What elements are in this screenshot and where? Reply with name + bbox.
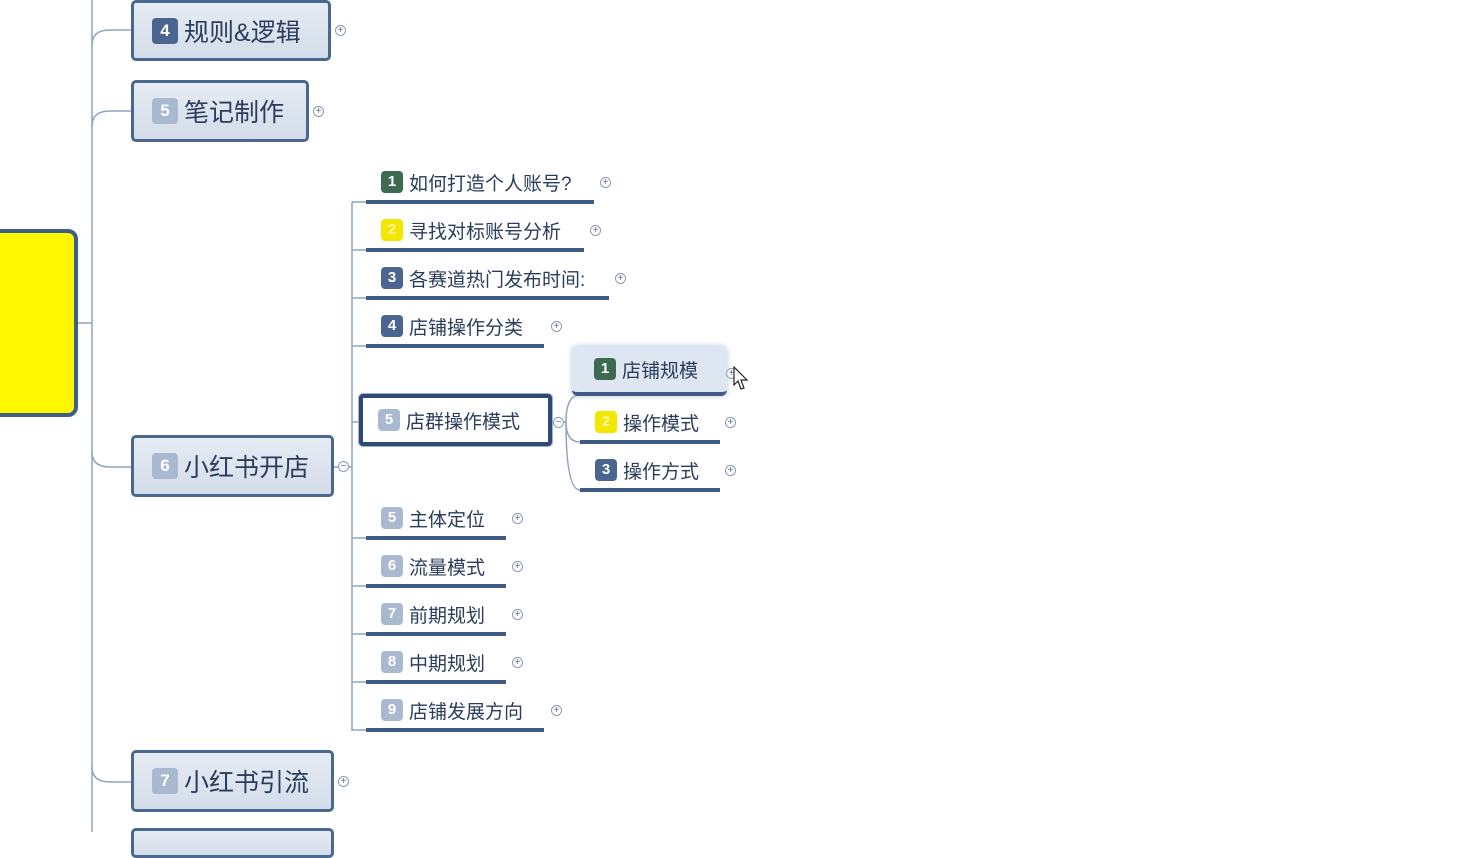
priority-badge: 1 [381, 171, 403, 193]
expand-icon[interactable]: + [512, 609, 523, 620]
priority-badge: 4 [381, 315, 403, 337]
subtopic-mid-planning[interactable]: 8 中期规划 [366, 644, 506, 684]
collapse-icon[interactable]: − [338, 461, 349, 472]
subtopic-label: 店铺发展方向 [409, 701, 524, 723]
subtopic-label: 流量模式 [409, 557, 486, 579]
mouse-cursor-icon [733, 366, 749, 390]
priority-badge: 7 [152, 768, 178, 794]
priority-badge: 6 [381, 555, 403, 577]
expand-icon[interactable]: + [725, 417, 736, 428]
priority-badge: 3 [381, 267, 403, 289]
expand-icon[interactable]: + [512, 561, 523, 572]
subtopic-label: 前期规划 [409, 605, 486, 627]
priority-badge: 1 [594, 358, 616, 380]
subtopic-early-planning[interactable]: 7 前期规划 [366, 596, 506, 636]
expand-icon[interactable]: + [335, 25, 346, 36]
priority-badge: 2 [595, 411, 617, 433]
subtopic-label: 操作方式 [623, 461, 700, 483]
expand-icon[interactable]: + [615, 273, 626, 284]
expand-icon[interactable]: + [338, 776, 349, 787]
subtopic-traffic-mode[interactable]: 6 流量模式 [366, 548, 506, 588]
priority-badge: 2 [381, 219, 403, 241]
subtopic-personal-account[interactable]: 1 如何打造个人账号? [366, 164, 594, 204]
subtopic-label: 如何打造个人账号? [409, 173, 572, 195]
priority-badge: 6 [152, 453, 178, 479]
subtopic-label: 寻找对标账号分析 [409, 221, 562, 243]
topic-xiaohongshu-shop[interactable]: 6 小红书开店 [131, 435, 334, 497]
subtopic-label: 操作模式 [623, 413, 700, 435]
subtopic-store-development[interactable]: 9 店铺发展方向 [366, 692, 544, 732]
priority-badge: 4 [152, 17, 178, 44]
expand-icon[interactable]: + [313, 106, 324, 117]
topic-rules-logic[interactable]: 4 规则&逻辑 [131, 0, 331, 61]
priority-badge: 5 [152, 98, 178, 124]
subtopic-label: 主体定位 [409, 509, 486, 531]
subtopic-store-group-mode[interactable]: 5 店群操作模式 [359, 394, 552, 446]
collapse-icon[interactable]: − [553, 417, 564, 428]
subtopic-entity-positioning[interactable]: 5 主体定位 [366, 500, 506, 540]
priority-badge: 8 [381, 651, 403, 673]
subtopic-store-categories[interactable]: 4 店铺操作分类 [366, 308, 544, 348]
subtopic-operation-mode[interactable]: 2 操作模式 [580, 404, 720, 444]
expand-icon[interactable]: + [551, 705, 562, 716]
subtopic-benchmark-analysis[interactable]: 2 寻找对标账号分析 [366, 212, 584, 252]
topic-label: 小红书开店 [184, 454, 310, 482]
subtopic-label: 店群操作模式 [406, 411, 521, 433]
subtopic-label: 店铺操作分类 [409, 317, 524, 339]
subtopic-label: 店铺规模 [622, 360, 699, 382]
subtopic-label: 各赛道热门发布时间: [409, 269, 586, 291]
root-topic[interactable] [0, 229, 78, 417]
priority-badge: 7 [381, 603, 403, 625]
subtopic-publish-time[interactable]: 3 各赛道热门发布时间: [366, 260, 609, 300]
topic-label: 笔记制作 [184, 99, 285, 127]
expand-icon[interactable]: + [512, 657, 523, 668]
expand-icon[interactable]: + [590, 225, 601, 236]
topic-note-making[interactable]: 5 笔记制作 [131, 80, 309, 142]
expand-icon[interactable]: + [600, 177, 611, 188]
expand-icon[interactable]: + [551, 321, 562, 332]
priority-badge: 9 [381, 699, 403, 721]
subtopic-label: 中期规划 [409, 653, 486, 675]
topic-label: 规则&逻辑 [184, 18, 301, 47]
topic-label: 小红书引流 [184, 769, 310, 797]
priority-badge: 5 [378, 409, 400, 431]
subtopic-store-scale[interactable]: 1 店铺规模 [572, 346, 727, 396]
expand-icon[interactable]: + [725, 465, 736, 476]
topic-next-partial[interactable] [131, 828, 334, 858]
topic-xiaohongshu-traffic[interactable]: 7 小红书引流 [131, 750, 334, 812]
priority-badge: 5 [381, 507, 403, 529]
subtopic-operation-method[interactable]: 3 操作方式 [580, 452, 720, 492]
expand-icon[interactable]: + [512, 513, 523, 524]
priority-badge: 3 [595, 459, 617, 481]
connector-lines [78, 0, 581, 832]
